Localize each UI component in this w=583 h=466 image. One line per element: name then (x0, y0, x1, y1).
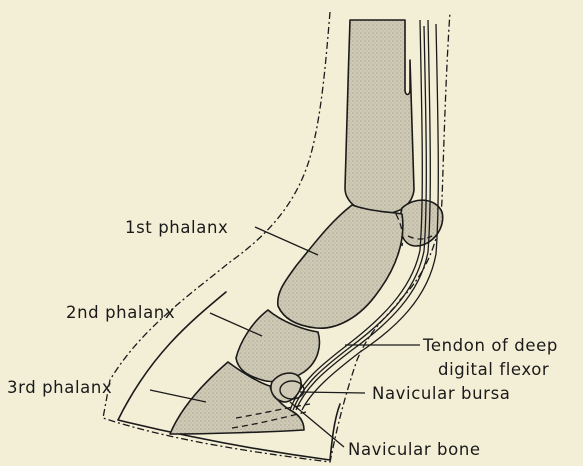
cannon-bone (345, 20, 414, 214)
label-third-phalanx: 3rd phalanx (7, 378, 112, 397)
label-first-phalanx: 1st phalanx (125, 218, 228, 237)
leader-first-phalanx (255, 227, 318, 255)
label-navicular-bursa: Navicular bursa (372, 384, 510, 403)
label-second-phalanx: 2nd phalanx (66, 303, 175, 322)
leader-bursa (300, 392, 365, 393)
label-navicular-bone: Navicular bone (348, 440, 481, 459)
label-tendon-line1: Tendon of deep (422, 336, 558, 355)
label-tendon-line2: digital flexor (438, 360, 549, 379)
